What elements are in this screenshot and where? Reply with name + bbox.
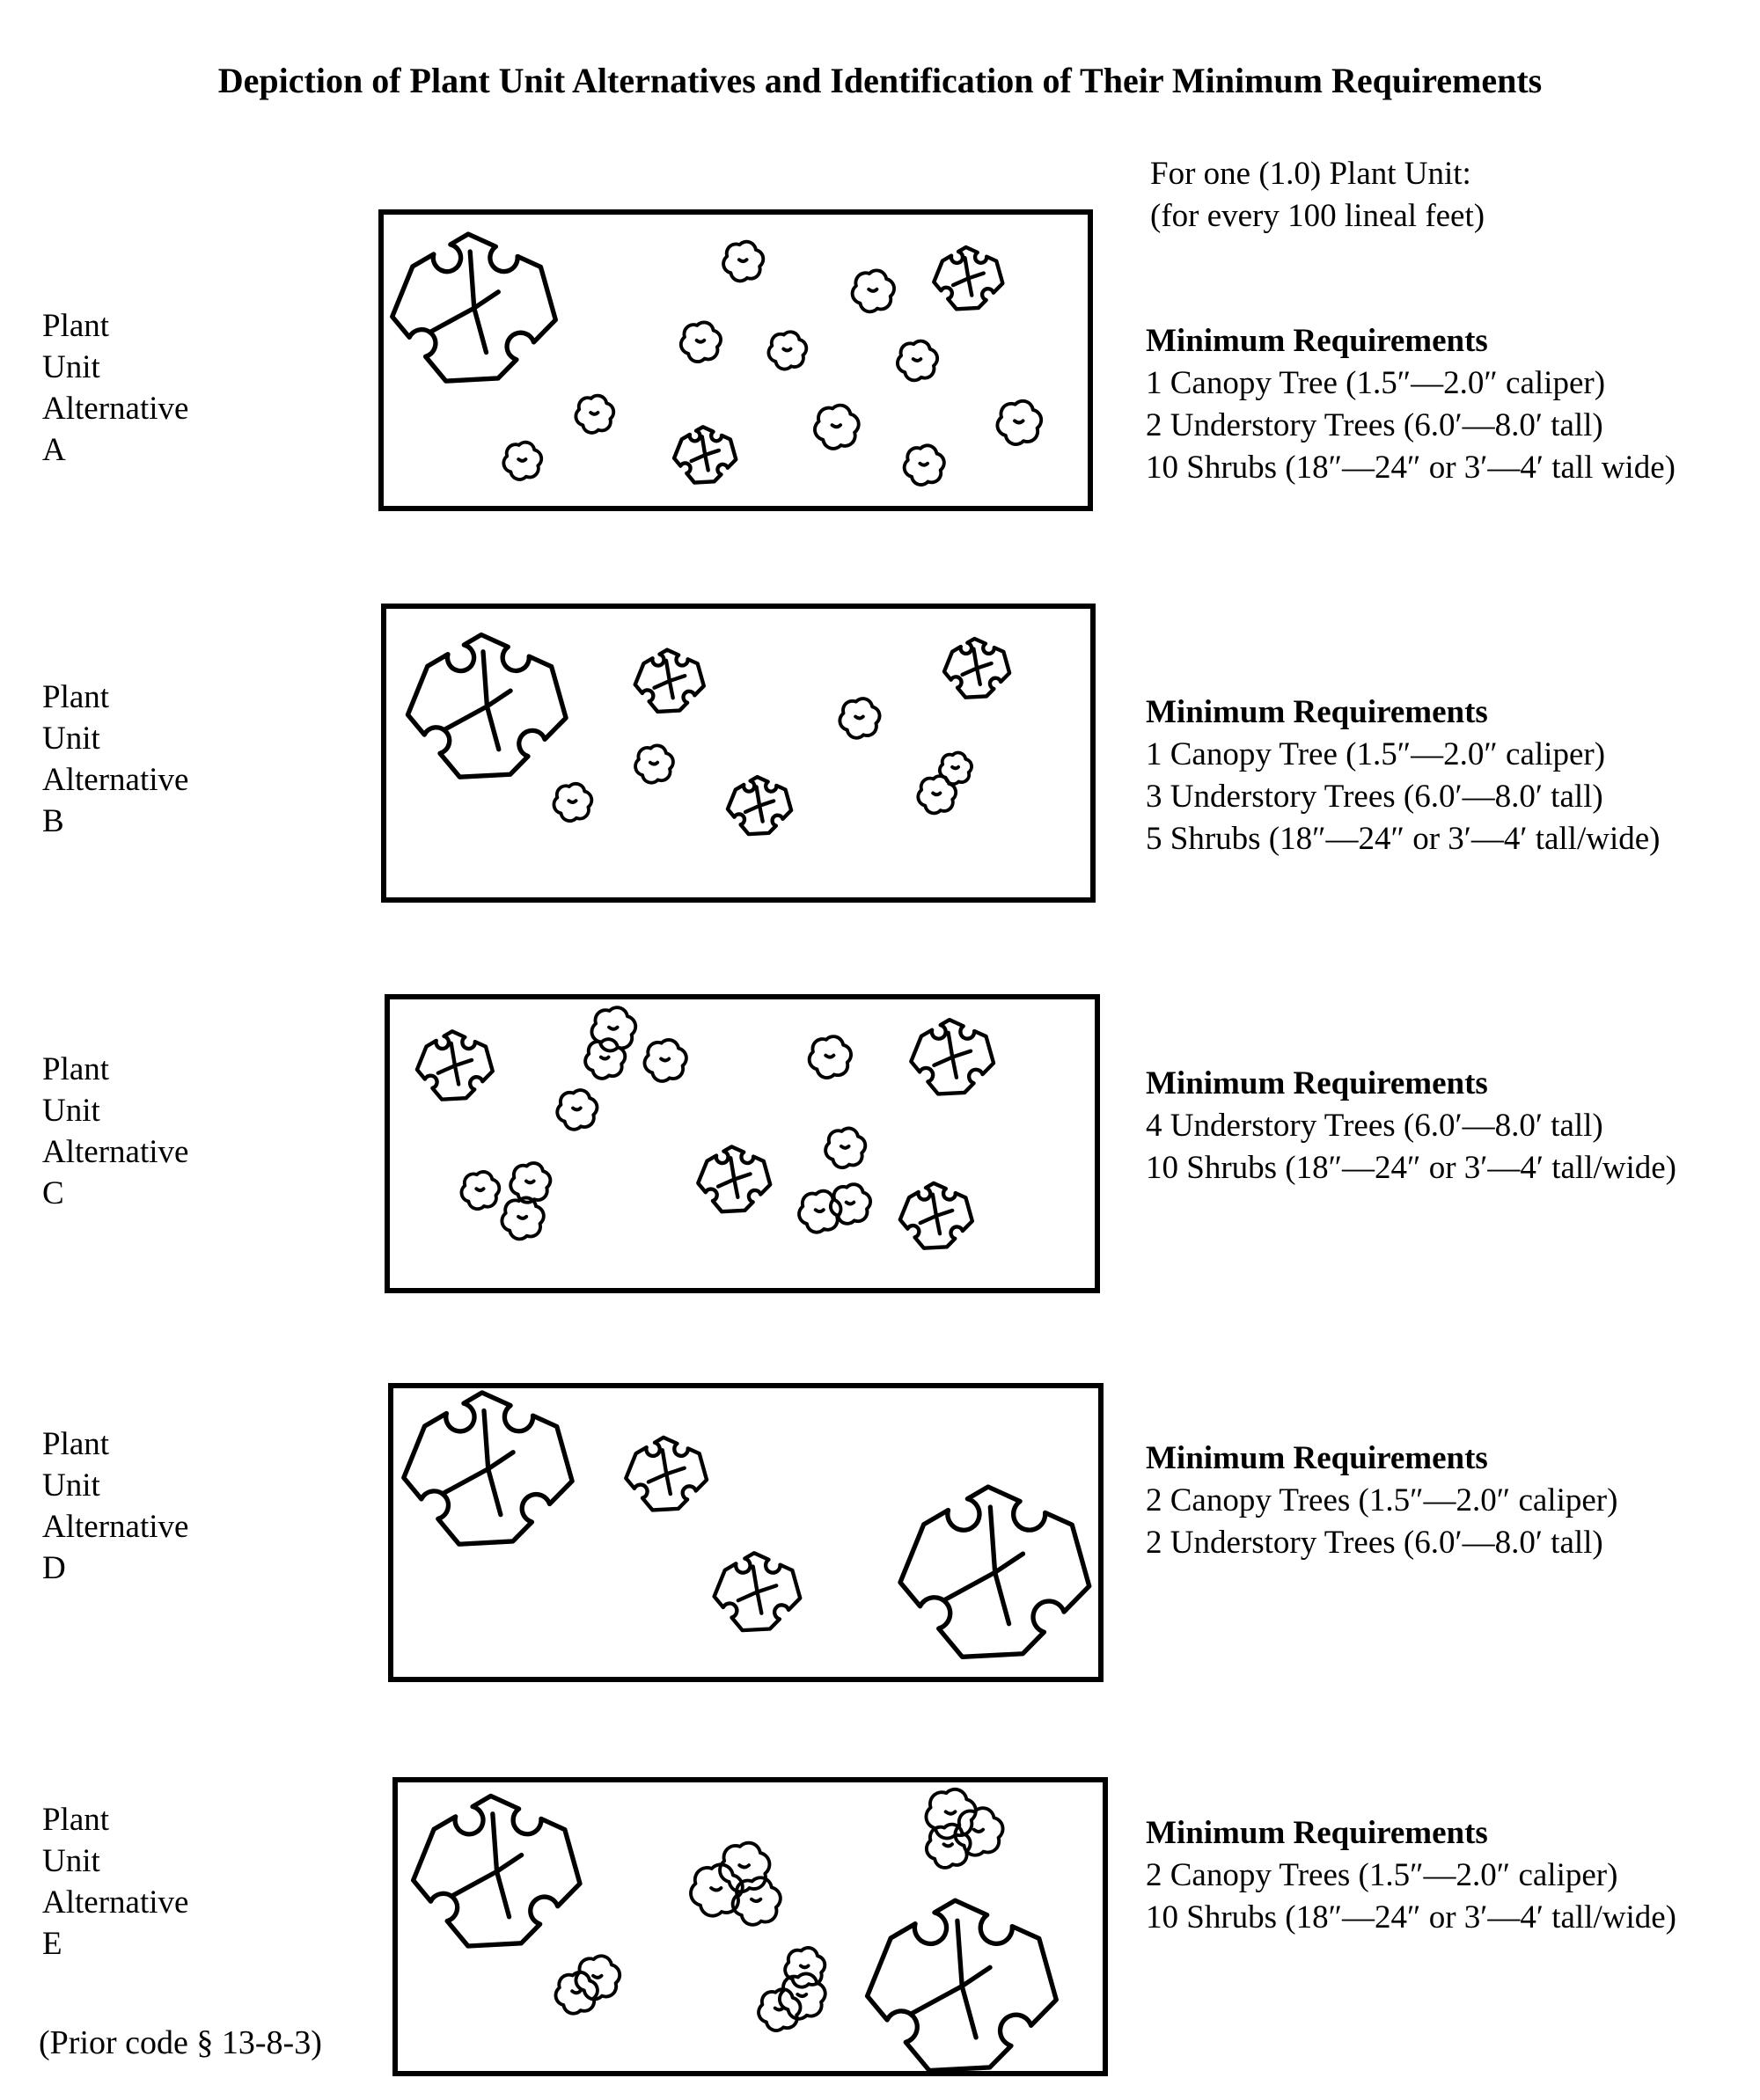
shrub-icon <box>552 781 594 823</box>
shrub-icon <box>722 239 766 283</box>
requirement-item: 10 Shrubs (18″—24″ or 3′—4′ tall/wide) <box>1146 1150 1676 1186</box>
prior-code-footnote: (Prior code § 13-8-3) <box>39 2024 322 2061</box>
shrub-icon <box>813 403 861 450</box>
requirement-item: 1 Canopy Tree (1.5″—2.0″ caliper) <box>1146 736 1606 772</box>
understory-tree-icon <box>712 1551 803 1633</box>
understory-tree-icon <box>633 648 707 714</box>
understory-tree-icon <box>414 1029 495 1101</box>
requirement-item: 10 Shrubs (18″—24″ or 3′—4′ tall/wide) <box>1146 1899 1676 1935</box>
understory-tree-icon <box>932 245 1005 311</box>
shrub-icon <box>590 1006 638 1053</box>
shrub-icon <box>896 339 939 383</box>
requirement-item: 2 Understory Trees (6.0′—8.0′ tall) <box>1146 407 1603 443</box>
shrub-icon <box>807 1035 853 1079</box>
shrub-icon <box>718 1840 772 1894</box>
requirement-item: 10 Shrubs (18″—24″ or 3′—4′ tall wide) <box>1146 450 1676 486</box>
understory-tree-icon <box>671 425 738 485</box>
plant-layout-a <box>390 231 1044 487</box>
shrub-icon <box>824 1126 868 1170</box>
shrub-icon <box>766 330 809 371</box>
requirements-c: Minimum Requirements 4 Understory Trees … <box>1146 1063 1676 1189</box>
requirements-b: Minimum Requirements 1 Canopy Tree (1.5″… <box>1146 691 1660 860</box>
shrub-icon <box>916 774 958 816</box>
requirements-heading: Minimum Requirements <box>1146 323 1488 359</box>
shrub-icon <box>642 1038 688 1083</box>
shrub-icon <box>554 1970 599 2016</box>
canopy-tree-icon <box>410 1793 583 1949</box>
shrub-icon <box>838 697 882 740</box>
requirements-heading: Minimum Requirements <box>1146 694 1488 730</box>
requirement-item: 5 Shrubs (18″—24″ or 3′—4′ tall/wide) <box>1146 821 1661 857</box>
shrub-icon <box>502 440 544 481</box>
shrub-icon <box>730 1876 782 1927</box>
understory-tree-icon <box>942 636 1012 699</box>
requirements-d: Minimum Requirements 2 Canopy Trees (1.5… <box>1146 1438 1617 1564</box>
understory-tree-icon <box>624 1435 709 1512</box>
shrub-icon <box>783 1946 827 1989</box>
alternative-c-label: Plant Unit Alternative C <box>42 1051 189 1211</box>
shrub-icon <box>829 1182 872 1226</box>
understory-tree-icon <box>909 1017 996 1096</box>
shrub-icon <box>555 1088 599 1131</box>
requirements-heading: Minimum Requirements <box>1146 1065 1488 1101</box>
requirements-heading: Minimum Requirements <box>1146 1440 1488 1476</box>
canopy-tree-icon <box>864 1898 1059 2071</box>
intro-line-2: (for every 100 lineal feet) <box>1150 198 1485 234</box>
plant-unit-diagram-e <box>392 1777 1108 2076</box>
shrub-icon <box>583 1037 627 1080</box>
shrub-icon <box>924 1822 972 1870</box>
requirements-e: Minimum Requirements 2 Canopy Trees (1.5… <box>1146 1812 1676 1939</box>
shrub-icon <box>689 1862 744 1918</box>
intro-line-1: For one (1.0) Plant Unit: <box>1150 156 1471 192</box>
plant-layout-c <box>414 1006 996 1250</box>
shrub-icon <box>678 320 722 363</box>
page-title: Depiction of Plant Unit Alternatives and… <box>217 61 1543 100</box>
shrub-icon <box>634 743 675 785</box>
requirement-item: 1 Canopy Tree (1.5″—2.0″ caliper) <box>1146 365 1606 401</box>
alternative-b-label: Plant Unit Alternative B <box>42 679 189 839</box>
requirement-item: 2 Canopy Trees (1.5″—2.0″ caliper) <box>1146 1857 1618 1893</box>
plant-unit-diagram-d <box>388 1383 1104 1682</box>
plant-layout-e <box>410 1787 1059 2071</box>
canopy-tree-icon <box>898 1484 1092 1659</box>
understory-tree-icon <box>725 774 794 837</box>
requirement-item: 4 Understory Trees (6.0′—8.0′ tall) <box>1146 1108 1603 1144</box>
shrub-icon <box>850 268 896 314</box>
shrub-icon <box>902 443 946 487</box>
plant-unit-diagram-c <box>385 994 1100 1293</box>
understory-tree-icon <box>696 1145 773 1214</box>
shrub-icon <box>574 393 616 435</box>
alternative-e-label: Plant Unit Alternative E <box>42 1802 189 1962</box>
plant-layout-d <box>401 1390 1092 1659</box>
plant-unit-diagram-b <box>381 604 1096 903</box>
canopy-tree-icon <box>390 231 558 384</box>
shrub-icon <box>995 399 1044 446</box>
alternative-d-label: Plant Unit Alternative D <box>42 1426 189 1586</box>
intro-text: For one (1.0) Plant Unit: (for every 100… <box>1150 153 1485 238</box>
requirements-a: Minimum Requirements 1 Canopy Tree (1.5″… <box>1146 320 1676 489</box>
plant-unit-diagram-a <box>378 209 1093 511</box>
plant-layout-b <box>405 632 1012 837</box>
alternative-a-label: Plant Unit Alternative A <box>42 308 189 468</box>
requirement-item: 3 Understory Trees (6.0′—8.0′ tall) <box>1146 779 1603 815</box>
requirement-item: 2 Canopy Trees (1.5″—2.0″ caliper) <box>1146 1482 1618 1518</box>
canopy-tree-icon <box>401 1390 575 1547</box>
requirements-heading: Minimum Requirements <box>1146 1815 1488 1851</box>
understory-tree-icon <box>898 1181 975 1250</box>
shrub-icon <box>757 1987 803 2032</box>
shrub-icon <box>509 1161 553 1204</box>
canopy-tree-icon <box>405 632 568 779</box>
requirement-item: 2 Understory Trees (6.0′—8.0′ tall) <box>1146 1525 1603 1561</box>
shrub-icon <box>937 750 973 787</box>
shrub-icon <box>459 1170 502 1211</box>
shrub-icon <box>500 1196 546 1241</box>
